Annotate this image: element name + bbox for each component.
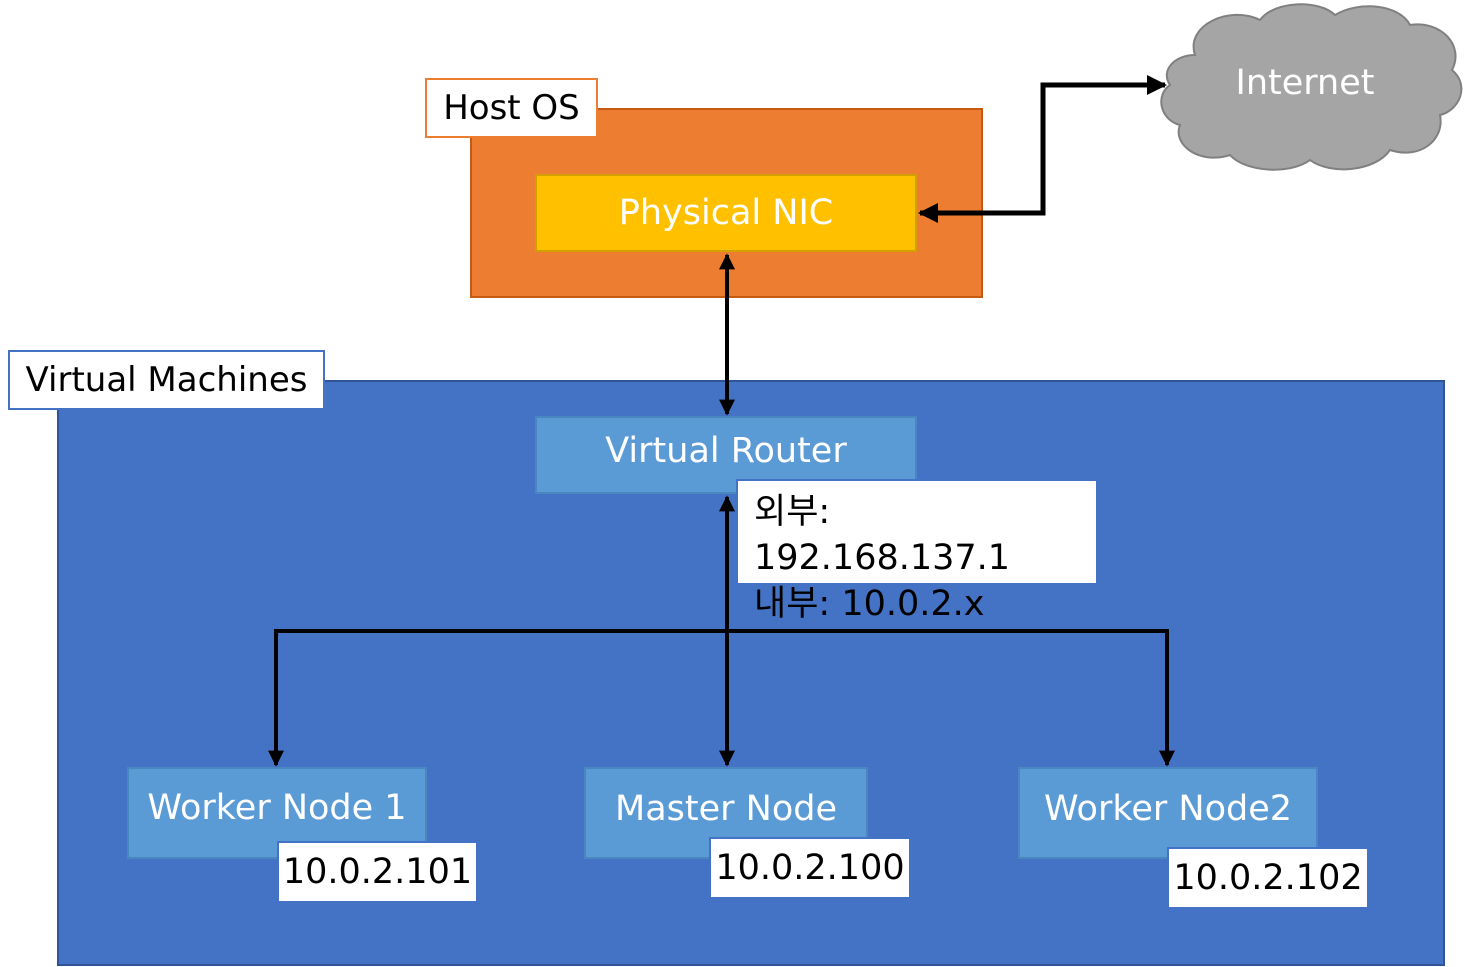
worker-node-1-label: Worker Node 1 [147,788,407,828]
worker-node-2-label: Worker Node2 [1043,789,1293,829]
worker-node-2-box: Worker Node2 [1018,767,1318,859]
master-node-ip: 10.0.2.100 [709,837,911,899]
physical-nic-box: Physical NIC [535,174,917,252]
router-external-ip: 외부: 192.168.137.1 [754,492,1011,578]
host-os-label: Host OS [425,78,598,138]
physical-nic-label: Physical NIC [618,193,834,233]
router-ip-box: 외부: 192.168.137.1 내부: 10.0.2.x [736,479,1098,624]
worker-node-1-ip: 10.0.2.101 [277,841,478,903]
virtual-router-label: Virtual Router [605,431,847,471]
worker-node-2-ip: 10.0.2.102 [1167,847,1369,909]
master-node-label: Master Node [615,789,837,829]
virtual-machines-label: Virtual Machines [8,350,325,410]
virtual-router-box: Virtual Router [535,416,917,494]
internet-label: Internet [1235,63,1375,103]
router-internal-ip: 내부: 10.0.2.x [754,584,985,624]
